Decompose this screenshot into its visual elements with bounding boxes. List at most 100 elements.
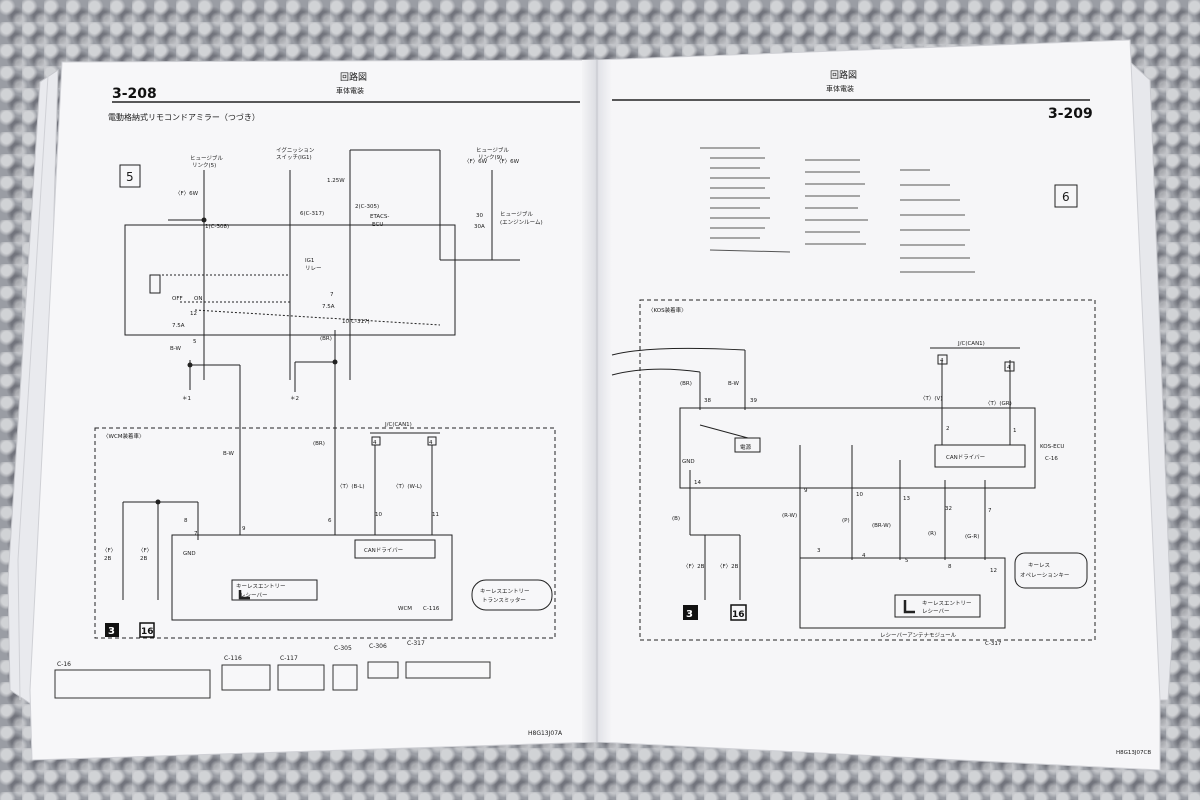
label-right-bw: B-W [728, 381, 740, 387]
section-box-5 [119, 164, 141, 188]
left-wiring [94, 149, 556, 639]
label-right-keyless-rx: キーレスエントリー [922, 600, 972, 607]
label-fuse-b2: リンク(9) [478, 154, 502, 161]
label-power: 電源 [740, 443, 752, 451]
label-n39: 39 [750, 398, 757, 404]
connector-c317: C-317 [407, 640, 425, 647]
left-diagram-title: 電動格納式リモコンドアミラー（つづき） [108, 112, 260, 122]
label-n8: 8 [184, 518, 188, 524]
label-n7: 7 [330, 292, 334, 298]
right-legend-notes [700, 147, 975, 273]
label-gnd: GND [183, 551, 196, 557]
label-wcm-area: 〈WCM装着車〉 [103, 432, 145, 440]
ground-3-box [105, 623, 119, 637]
label-ecu: ECU [372, 222, 383, 228]
label-right-n32: 32 [945, 506, 952, 512]
label-right-n8: 8 [948, 564, 952, 570]
label-star2: ＊2 [290, 395, 299, 402]
label-box4b: 4 [429, 440, 433, 446]
section-box-5-label: 5 [126, 170, 134, 184]
label-f2b-1: 〈F〉 [102, 547, 116, 554]
left-header-top: 回路図 [340, 71, 367, 83]
left-header-sub: 車体電装 [336, 86, 364, 95]
label-n12: 12 [190, 311, 197, 317]
right-header-top: 回路図 [830, 69, 857, 81]
label-n38: 38 [704, 398, 711, 404]
label-a75-1: 7.5A [172, 323, 185, 329]
label-right-box4b: 4 [1007, 365, 1011, 371]
label-c116: C-116 [423, 606, 440, 612]
label-relay-box2: (エンジンルーム) [500, 219, 543, 226]
spine-shadow [582, 60, 612, 742]
connector-c305: C-305 [334, 645, 352, 652]
label-tbl: 〈T〉(B-L) [337, 483, 364, 490]
connector-c306: C-306 [369, 643, 387, 650]
label-amp30: 30A [474, 224, 485, 230]
label-right-n2: 2 [946, 426, 950, 432]
left-page-number: 3-208 [112, 86, 157, 102]
label-bw-2: B-W [223, 451, 235, 457]
label-c308: 1(C-308) [205, 224, 229, 230]
label-right-n4: 4 [862, 553, 866, 559]
label-right-jc: J/C(CAN1) [957, 341, 985, 347]
right-header-sub: 車体電装 [826, 84, 854, 93]
label-tgr: 〈T〉(GR) [985, 400, 1012, 407]
label-br-2: (BR) [313, 441, 325, 447]
left-page-content: 3-208 回路図 車体電装 電動格納式リモコンドアミラー（つづき） 5 [54, 71, 580, 737]
label-right-f2b-2: 〈F〉2B [717, 563, 739, 570]
left-page [29, 59, 599, 761]
right-page [595, 39, 1161, 771]
label-c317b: 10(C-317) [342, 319, 370, 325]
left-connector-tables: C-16 C-116 C-117 C-305 C-306 C-317 H8G13… [54, 640, 563, 737]
label-n6: 6 [328, 518, 332, 524]
right-footer-code: H8G13J07CB [1116, 750, 1151, 756]
label-etacs: ETACS- [370, 214, 389, 220]
label-right-rw: (R-W) [782, 513, 797, 519]
label-wcm: WCM [398, 606, 412, 612]
label-right-c317: C-317 [985, 641, 1002, 647]
label-fuse-a2: リンク(5) [192, 162, 216, 169]
label-right-n3: 3 [817, 548, 821, 554]
label-can-driver: CANドライバー [364, 547, 403, 554]
connector-c116: C-116 [224, 655, 242, 662]
connector-c16: C-16 [57, 661, 71, 668]
label-right-keyless-rx2: レシーバー [922, 608, 949, 615]
label-f6w-3: 〈F〉6W [496, 158, 520, 165]
right-ground-3-box [683, 605, 698, 620]
label-a75-2: 7.5A [322, 304, 335, 310]
label-fuse30: 30 [476, 213, 483, 219]
label-keyless-op: キーレス [1028, 562, 1050, 569]
label-box4a: 4 [373, 440, 377, 446]
label-n11: 11 [432, 512, 439, 518]
label-right-c16: C-16 [1045, 456, 1058, 462]
label-fuse-a: ヒュージブル [190, 154, 223, 162]
right-ground-16-label: 16 [732, 610, 745, 620]
label-on: ON [194, 296, 202, 302]
jc-terminal-4b [427, 436, 437, 446]
label-kos-ecu: KOS-ECU [1040, 444, 1064, 450]
label-f2b-2b: 2B [140, 556, 147, 562]
jc-terminal-4a [371, 436, 381, 446]
label-w125: 1.25W [327, 178, 345, 184]
left-footer-code: H8G13J07A [528, 730, 563, 737]
ground-16-label: 16 [141, 627, 154, 637]
label-c305: 2(C-305) [355, 204, 379, 210]
right-page-number: 3-209 [1048, 106, 1093, 122]
label-keyless-tx2: トランスミッター [482, 596, 526, 604]
label-br-1: (BR) [320, 336, 332, 342]
label-c317: 6(C-317) [300, 211, 324, 217]
label-keyless: キーレスエントリー [236, 583, 286, 590]
label-ig1: IG1 [305, 258, 314, 264]
label-fuse-b: ヒュージブル [476, 146, 509, 154]
label-relay: リレー [305, 266, 322, 272]
label-kos-area: 〈KOS装着車〉 [648, 306, 687, 314]
label-right-r: (R) [928, 531, 936, 537]
label-keyless-tx: キーレスエントリー [480, 588, 530, 595]
label-keyless-op2: オペレーションキー [1020, 572, 1069, 579]
label-ign2: スイッチ(IG1) [276, 154, 312, 161]
label-right-box4a: 4 [940, 358, 944, 364]
label-right-f2b-1: 〈F〉2B [683, 563, 705, 570]
label-star1: ＊1 [182, 395, 191, 402]
right-ground-16-box [730, 604, 747, 621]
